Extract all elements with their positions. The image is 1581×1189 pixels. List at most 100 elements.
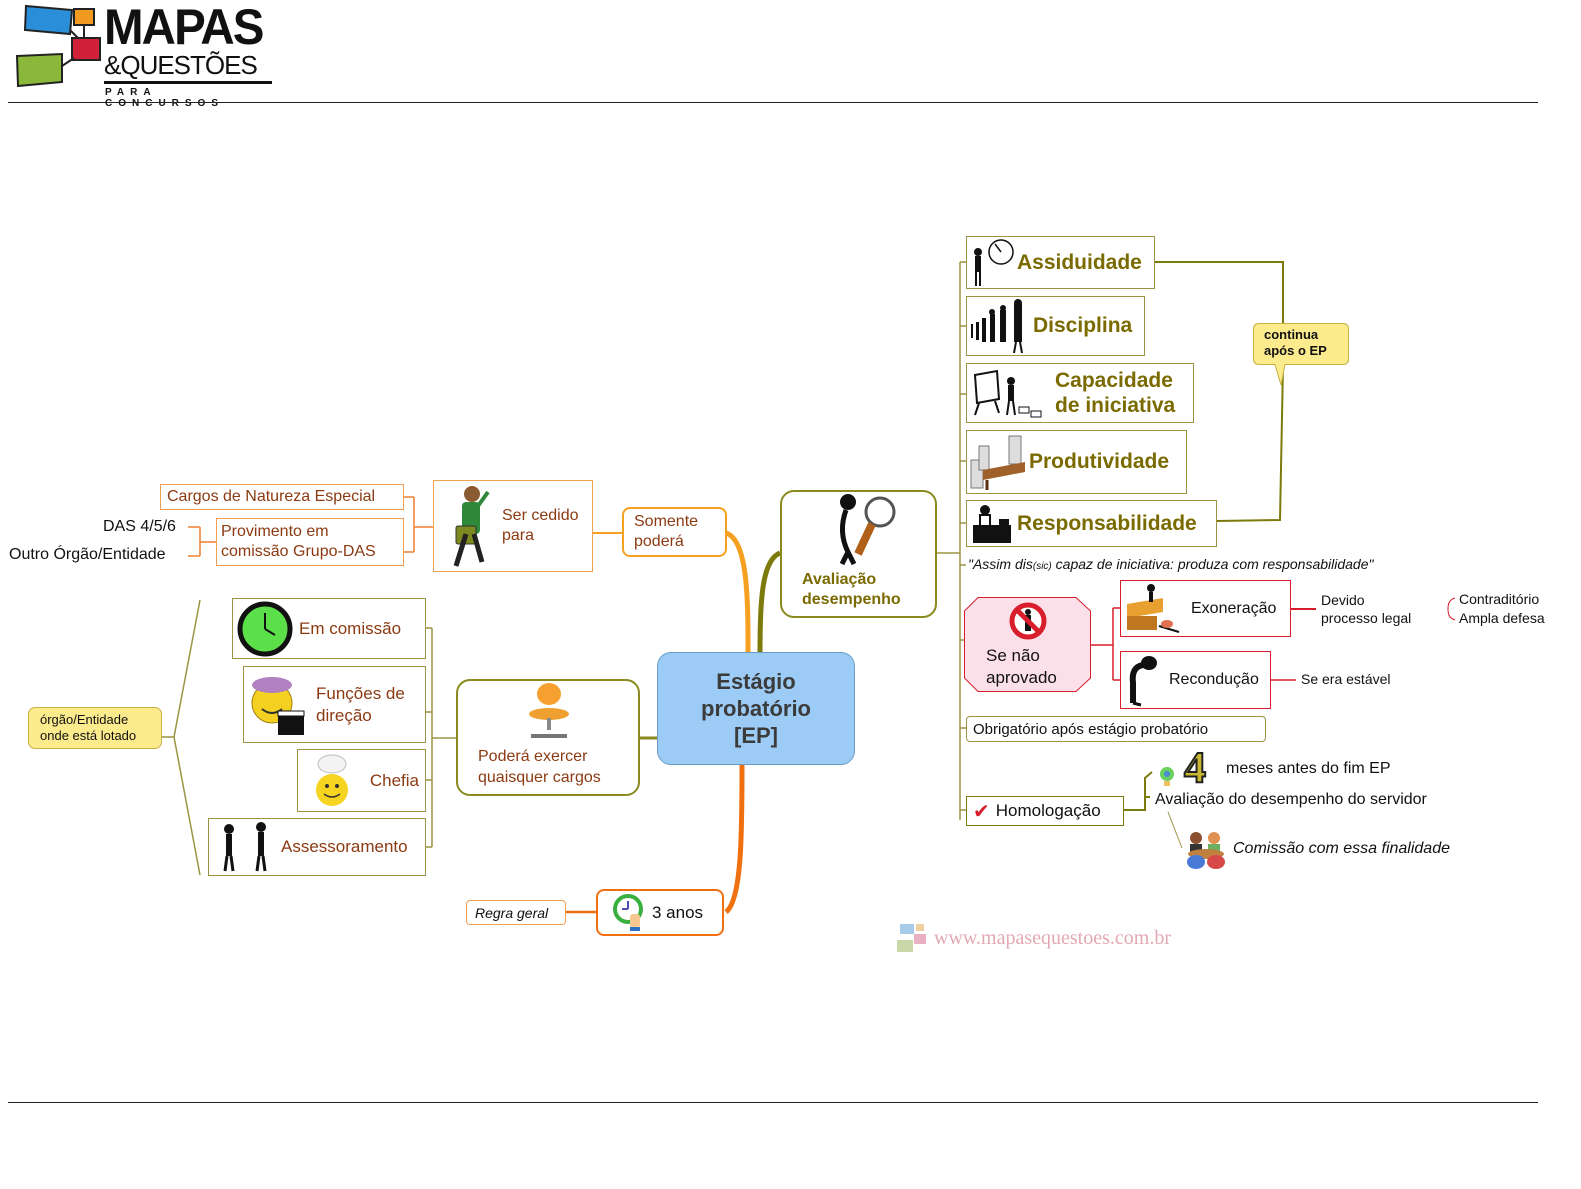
- node-label: aprovado: [986, 668, 1057, 687]
- octagon-shape: [964, 597, 1091, 692]
- central-topic-label: probatório: [701, 696, 811, 721]
- node-chefia[interactable]: Chefia: [297, 749, 426, 812]
- traveler-icon: [453, 486, 490, 567]
- chef-smiley-icon: [316, 754, 348, 806]
- node-label: Em comissão: [299, 618, 402, 638]
- quote-part: capaz de iniciativa: produza com respons…: [1051, 556, 1374, 572]
- node-tres-anos[interactable]: 3 anos: [596, 889, 724, 936]
- node-label: Devido: [1321, 592, 1365, 608]
- watermark-logo-icon: [897, 924, 926, 952]
- logo-title: MAPAS: [104, 0, 264, 55]
- node-das[interactable]: DAS 4/5/6: [103, 518, 176, 535]
- criterion-capacidade-iniciativa[interactable]: Capacidade de iniciativa: [966, 363, 1194, 423]
- logo-subtitle: &QUESTÕES: [104, 50, 258, 80]
- node-label: Ampla defesa: [1459, 610, 1545, 626]
- no-person-icon: [1009, 602, 1047, 640]
- logo: MAPAS &QUESTÕES PARA CONCURSOS: [12, 0, 277, 109]
- footer-divider: [8, 1102, 1538, 1103]
- criterion-disciplina[interactable]: Disciplina: [966, 296, 1145, 356]
- node-label: quaisquer cargos: [478, 769, 601, 786]
- node-label: Regra geral: [475, 904, 549, 921]
- desk-worker-icon: [973, 504, 1011, 543]
- lightbulb-icon: [1160, 767, 1174, 786]
- criterion-assiduidade[interactable]: Assiduidade: [966, 236, 1155, 289]
- note-label: onde está lotado: [40, 728, 137, 743]
- node-label: Poderá exercer: [478, 748, 588, 765]
- magnifier-person-icon: [839, 494, 895, 566]
- header-divider: [8, 102, 1538, 103]
- central-topic-estagio-probatorio[interactable]: Estágio probatório [EP]: [657, 652, 855, 765]
- node-label: Obrigatório após estágio probatório: [973, 720, 1209, 738]
- node-label: Chefia: [369, 770, 419, 790]
- node-ser-cedido[interactable]: Ser cedido para: [433, 480, 593, 572]
- clock-hand-icon: [613, 893, 643, 931]
- node-obrigatorio[interactable]: Obrigatório após estágio probatório: [966, 716, 1266, 742]
- node-label: Somente: [634, 513, 699, 530]
- node-meses-antes[interactable]: meses antes do fim EP: [1226, 760, 1391, 777]
- watermark-url[interactable]: www.mapasequestoes.com.br: [934, 927, 1171, 949]
- note-label: continua: [1264, 327, 1319, 342]
- number-four-icon: 4: [1183, 743, 1207, 793]
- node-outro-orgao[interactable]: Outro Órgão/Entidade: [9, 546, 166, 563]
- node-em-comissao[interactable]: Em comissão: [232, 598, 426, 659]
- callout-bubble-icon: [1253, 323, 1349, 386]
- easel-person-icon: [973, 369, 1042, 418]
- node-podera-exercer[interactable]: Poderá exercer quaisquer cargos: [456, 679, 640, 796]
- node-label: Homologação: [995, 801, 1101, 820]
- director-smiley-icon: [251, 676, 305, 735]
- node-label: poderá: [634, 533, 684, 550]
- central-topic-label: Estágio: [716, 669, 796, 694]
- node-reconducao[interactable]: Recondução: [1120, 651, 1271, 709]
- node-label: Se não: [986, 646, 1040, 665]
- node-funcoes-direcao[interactable]: Funções de direção: [243, 666, 426, 743]
- node-provimento-comissao[interactable]: Provimento em comissão Grupo-DAS: [216, 518, 404, 566]
- node-avaliacao-desempenho[interactable]: Avaliação desempenho: [780, 490, 937, 618]
- central-topic-label: [EP]: [734, 723, 778, 748]
- criterion-label: Disciplina: [1033, 314, 1133, 337]
- note-label: órgão/Entidade: [40, 712, 129, 727]
- node-avaliacao-servidor[interactable]: Avaliação do desempenho do servidor: [1155, 791, 1427, 808]
- node-label: Avaliação: [802, 571, 877, 588]
- bowed-person-icon: [1129, 656, 1157, 707]
- desk-papers-icon: [970, 435, 1025, 490]
- node-exoneracao[interactable]: Exoneração: [1120, 580, 1291, 637]
- node-regra-geral[interactable]: Regra geral: [466, 900, 566, 925]
- node-label: comissão Grupo-DAS: [221, 543, 376, 560]
- people-line-icon: [971, 299, 1023, 354]
- node-se-era-estavel[interactable]: Se era estável: [1301, 671, 1391, 687]
- quote-text: "Assim dis(sic) capaz de iniciativa: pro…: [968, 556, 1373, 572]
- criterion-label: Responsabilidade: [1017, 511, 1197, 535]
- node-devido-processo-legal[interactable]: Devido processo legal: [1321, 591, 1411, 627]
- note-label: após o EP: [1264, 343, 1327, 358]
- node-label: Cargos de Natureza Especial: [167, 488, 376, 505]
- quote-sic: (sic): [1032, 561, 1052, 572]
- checkmark-icon: ✔: [973, 800, 990, 823]
- logo-tagline: PARA CONCURSOS: [105, 87, 225, 109]
- node-label: direção: [316, 705, 372, 725]
- node-contraditorio-ampla-defesa[interactable]: Contraditório Ampla defesa: [1459, 590, 1545, 628]
- clock-icon: [237, 601, 293, 656]
- node-somente-podera[interactable]: Somente poderá: [622, 507, 727, 557]
- quote-part: "Assim dis: [968, 556, 1033, 572]
- fired-worker-icon: [1127, 583, 1180, 633]
- criterion-produtividade[interactable]: Produtividade: [966, 430, 1187, 494]
- node-label: desempenho: [802, 591, 901, 608]
- criterion-responsabilidade[interactable]: Responsabilidade: [966, 500, 1217, 547]
- node-label: Funções de: [316, 683, 405, 703]
- node-homologacao[interactable]: ✔ Homologação: [966, 796, 1124, 826]
- node-label: Recondução: [1169, 671, 1259, 688]
- node-comissao[interactable]: Comissão com essa finalidade: [1233, 840, 1450, 857]
- node-assessoramento[interactable]: Assessoramento: [208, 818, 426, 876]
- clock-person-icon: [974, 238, 1014, 286]
- node-label: Exoneração: [1191, 599, 1277, 617]
- node-label: Contraditório: [1459, 591, 1540, 607]
- note-continua-apos-ep[interactable]: continua após o EP: [1253, 323, 1349, 386]
- node-label: para: [502, 527, 535, 544]
- node-label: Ser cedido: [502, 507, 579, 524]
- node-cargos-natureza-especial[interactable]: Cargos de Natureza Especial: [160, 484, 404, 510]
- criterion-label: de iniciativa: [1055, 394, 1176, 417]
- note-orgao-entidade[interactable]: órgão/Entidade onde está lotado: [28, 707, 162, 749]
- node-se-nao-aprovado[interactable]: Se não aprovado: [964, 597, 1091, 692]
- node-label: processo legal: [1321, 610, 1412, 626]
